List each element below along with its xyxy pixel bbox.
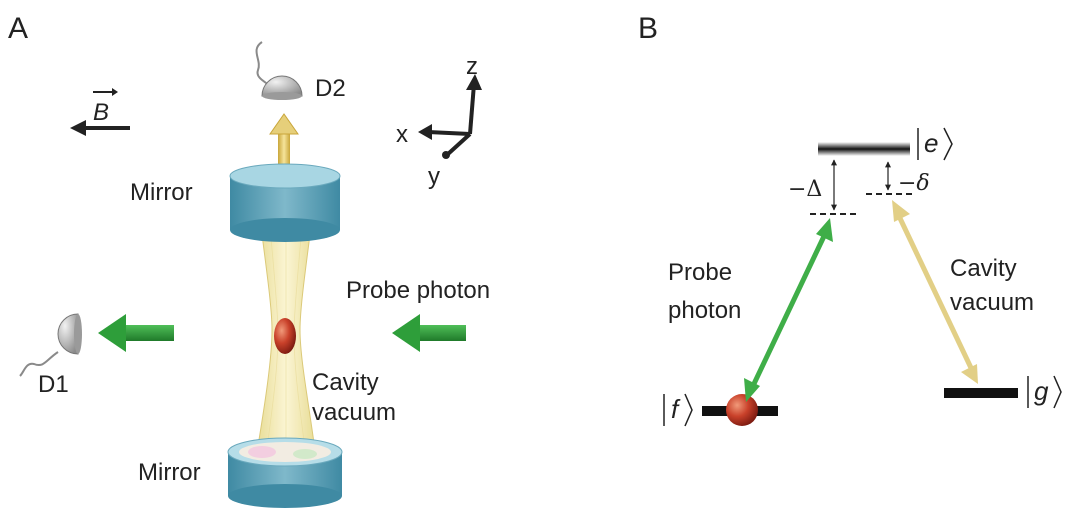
field-label: B — [93, 99, 109, 126]
probe-arrow-out — [98, 314, 174, 352]
axis-y-label: y — [428, 163, 440, 190]
ket-e: e — [917, 127, 953, 161]
panel-b-label: B — [638, 12, 658, 45]
atom — [274, 318, 296, 354]
state-f-label: f — [671, 394, 681, 424]
detuning-small-label: −δ — [898, 171, 930, 196]
probe-label-line-1: Probe — [668, 259, 732, 286]
level-g — [944, 388, 1018, 398]
cavity-label-line-1: Cavity — [312, 369, 379, 396]
ket-g: g — [1027, 375, 1062, 409]
state-e-label: e — [924, 128, 938, 158]
magnetic-field-arrow — [70, 88, 130, 136]
probe-photon-label: Probe photon — [346, 277, 490, 304]
probe-label-line-2: photon — [668, 297, 741, 324]
probe-arrow-in — [392, 314, 466, 352]
cavity-transition-arrow — [892, 200, 978, 384]
top-mirror — [229, 163, 341, 242]
detector-d1-label: D1 — [38, 371, 69, 398]
bottom-mirror — [227, 437, 343, 508]
axis-x-label: x — [396, 121, 408, 148]
cavity-vacuum-line-2: vacuum — [950, 289, 1034, 316]
panel-a-label: A — [8, 12, 28, 45]
atom-ground — [726, 394, 758, 426]
probe-transition-arrow — [744, 218, 833, 402]
axes-icon — [418, 74, 482, 159]
state-g-label: g — [1034, 376, 1049, 406]
detector-d2-icon — [255, 41, 303, 100]
detuning-large-label: −Δ — [788, 177, 822, 202]
bottom-mirror-label: Mirror — [138, 459, 201, 486]
top-mirror-label: Mirror — [130, 179, 193, 206]
detector-d1-icon — [19, 313, 82, 377]
ket-f: f — [663, 393, 693, 427]
axis-z-label: z — [466, 53, 478, 80]
level-e — [818, 142, 910, 156]
cavity-label-line-2: vacuum — [312, 399, 396, 426]
detector-d2-label: D2 — [315, 75, 346, 102]
cavity-vacuum-line-1: Cavity — [950, 255, 1017, 282]
